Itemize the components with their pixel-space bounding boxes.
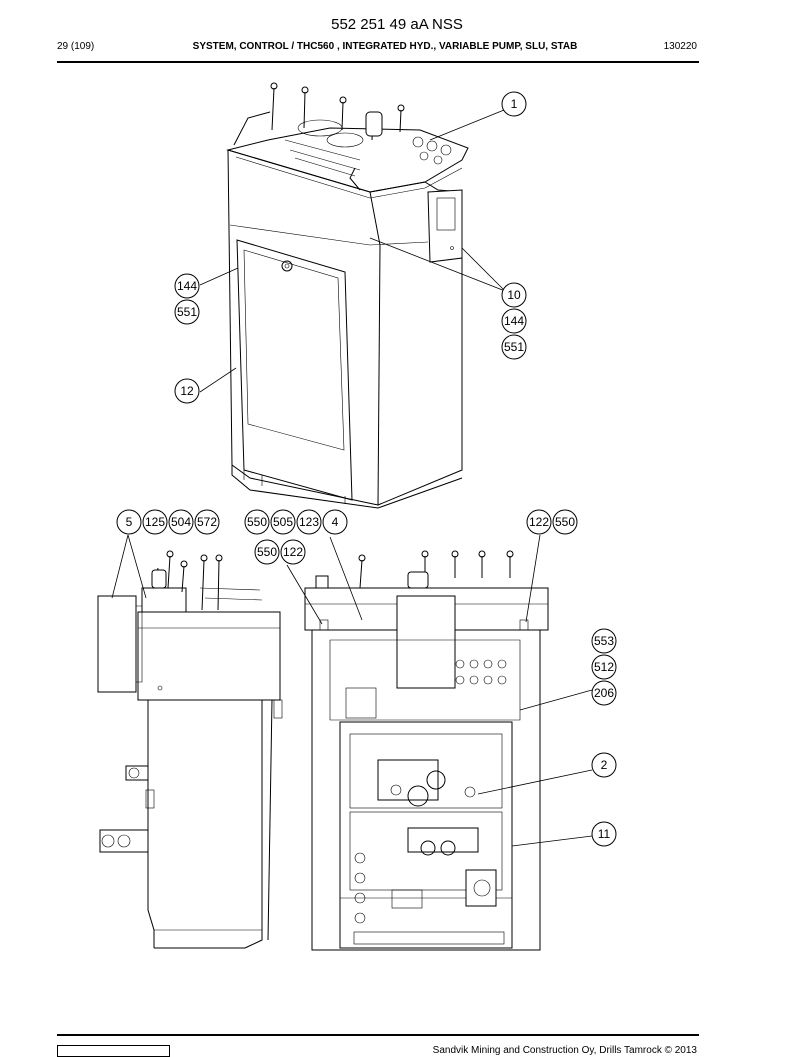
callout-1: 1 [501, 91, 527, 117]
document-number: 552 251 49 aA NSS [331, 16, 463, 33]
callout-551-top-right: 551 [501, 334, 527, 360]
callout-144-top-left: 144 [174, 273, 200, 299]
drawing-date: 130220 [663, 41, 697, 52]
callout-11: 11 [591, 821, 617, 847]
svg-text:122: 122 [283, 545, 303, 559]
callout-125: 125 [142, 509, 168, 535]
callout-122-right: 122 [526, 509, 552, 535]
page-number: 29 (109) [57, 41, 95, 52]
header-rule [57, 61, 699, 63]
callout-5: 5 [116, 509, 142, 535]
svg-text:553: 553 [594, 634, 614, 648]
callout-553: 553 [591, 628, 617, 654]
svg-text:12: 12 [180, 384, 194, 398]
callout-512: 512 [591, 654, 617, 680]
svg-text:505: 505 [273, 515, 293, 529]
brand-logo [57, 1045, 170, 1057]
callout-550-top: 550 [244, 509, 270, 535]
svg-text:122: 122 [529, 515, 549, 529]
svg-text:10: 10 [507, 288, 521, 302]
svg-text:550: 550 [247, 515, 267, 529]
svg-text:144: 144 [177, 279, 197, 293]
svg-text:125: 125 [145, 515, 165, 529]
copyright-text: Sandvik Mining and Construction Oy, Dril… [432, 1045, 697, 1056]
callout-144-top-right: 144 [501, 308, 527, 334]
svg-text:123: 123 [299, 515, 319, 529]
control-cabinet-front-view [304, 550, 549, 951]
drawing-title: SYSTEM, CONTROL / THC560 , INTEGRATED HY… [192, 41, 578, 52]
svg-text:512: 512 [594, 660, 614, 674]
callout-2: 2 [591, 752, 617, 778]
svg-text:550: 550 [555, 515, 575, 529]
svg-text:5: 5 [126, 515, 133, 529]
svg-text:551: 551 [177, 305, 197, 319]
svg-text:2: 2 [601, 758, 608, 772]
callout-551-top-left: 551 [174, 299, 200, 325]
callout-122-mid: 122 [280, 539, 306, 565]
callout-10: 10 [501, 282, 527, 308]
svg-text:551: 551 [504, 340, 524, 354]
svg-text:144: 144 [504, 314, 524, 328]
svg-text:572: 572 [197, 515, 217, 529]
callout-206: 206 [591, 680, 617, 706]
callout-572: 572 [194, 509, 220, 535]
control-cabinet-side-view [97, 550, 283, 949]
svg-text:550: 550 [257, 545, 277, 559]
leader-lines [111, 109, 593, 847]
callout-123: 123 [296, 509, 322, 535]
svg-text:206: 206 [594, 686, 614, 700]
control-cabinet-isometric [226, 82, 469, 509]
callout-505: 505 [270, 509, 296, 535]
callout-504: 504 [168, 509, 194, 535]
callout-550-mid: 550 [254, 539, 280, 565]
callout-12: 12 [174, 378, 200, 404]
svg-text:1: 1 [511, 97, 518, 111]
svg-text:504: 504 [171, 515, 191, 529]
footer-rule [57, 1034, 699, 1036]
svg-text:4: 4 [332, 515, 339, 529]
svg-text:11: 11 [598, 827, 611, 841]
callout-4: 4 [322, 509, 348, 535]
callout-550-right: 550 [552, 509, 578, 535]
